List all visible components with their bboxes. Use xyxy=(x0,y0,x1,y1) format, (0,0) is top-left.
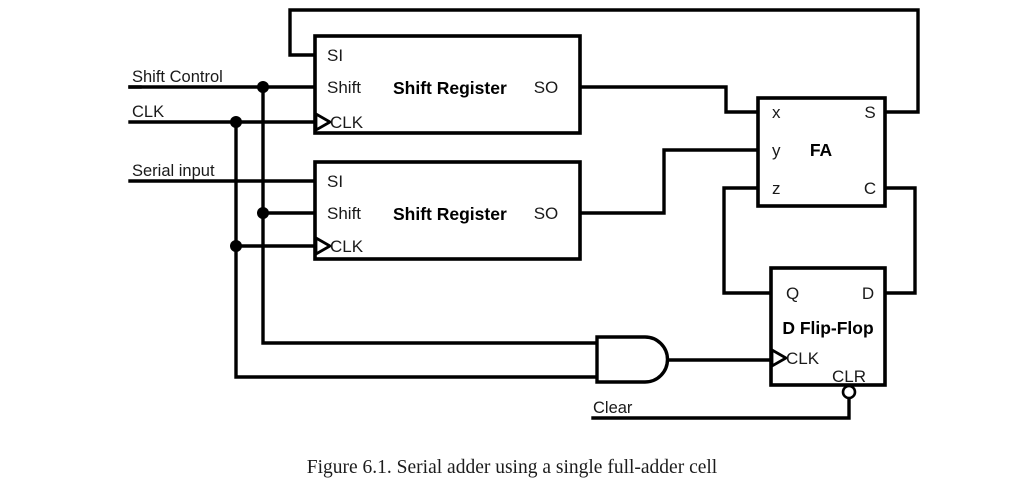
full-adder-pin-s: S xyxy=(864,103,875,122)
wire-sum-feedback-to-top-si xyxy=(288,8,920,114)
junction-dot-clk-bottom xyxy=(230,240,242,252)
wire-dff-q-to-fa-z xyxy=(722,186,773,295)
and-gate-body xyxy=(595,335,670,384)
d-flip-flop-clk-triangle xyxy=(770,347,789,369)
block-shift-register-bottom: SI Shift CLK Shift Register SO xyxy=(313,160,582,261)
wire-shift-control-bus xyxy=(261,85,599,345)
wire-bottom-so-to-fa-y xyxy=(578,148,760,215)
shift-register-top-pin-so: SO xyxy=(534,78,559,97)
d-flip-flop-box xyxy=(769,266,887,387)
block-full-adder: x y z FA S C xyxy=(756,96,887,208)
d-flip-flop-pin-q: Q xyxy=(786,284,799,303)
label-clk: CLK xyxy=(132,103,164,121)
wire-clear-to-clr xyxy=(591,390,851,420)
shift-register-bottom-box xyxy=(313,160,582,261)
wire-top-so-to-fa-x xyxy=(578,85,760,114)
shift-register-bottom-title: Shift Register xyxy=(393,204,507,224)
and-gate xyxy=(595,335,670,384)
full-adder-pin-z: z xyxy=(772,179,781,198)
label-clear: Clear xyxy=(593,399,633,417)
shift-register-bottom-pin-si: SI xyxy=(327,172,343,191)
wire-fa-carry-to-dff-d xyxy=(883,186,917,295)
full-adder-title: FA xyxy=(810,140,833,160)
block-shift-register-top: SI Shift CLK Shift Register SO xyxy=(313,34,582,135)
label-shift-control: Shift Control xyxy=(132,68,223,86)
block-d-flip-flop: Q D D Flip-Flop CLK CLR xyxy=(769,266,887,400)
d-flip-flop-pin-clk: CLK xyxy=(786,349,820,368)
d-flip-flop-title: D Flip-Flop xyxy=(782,318,873,338)
full-adder-pin-c: C xyxy=(864,179,876,198)
shift-register-bottom-pin-shift: Shift xyxy=(327,204,361,223)
full-adder-pin-y: y xyxy=(772,141,781,160)
figure-caption: Figure 6.1. Serial adder using a single … xyxy=(307,457,718,478)
shift-register-top-pin-shift: Shift xyxy=(327,78,361,97)
d-flip-flop-pin-d: D xyxy=(862,284,874,303)
shift-register-top-pin-clk: CLK xyxy=(330,113,364,132)
shift-register-top-clk-triangle xyxy=(314,111,333,133)
shift-register-bottom-pin-clk: CLK xyxy=(330,237,364,256)
shift-register-bottom-pin-so: SO xyxy=(534,204,559,223)
d-flip-flop-pin-clr: CLR xyxy=(832,367,866,386)
d-flip-flop-clr-bubble xyxy=(841,384,857,400)
junction-dot-clk xyxy=(230,116,242,128)
wire-clk-bus xyxy=(234,120,599,379)
full-adder-box xyxy=(756,96,887,208)
label-serial-input: Serial input xyxy=(132,162,215,180)
shift-register-bottom-clk-triangle xyxy=(314,235,333,257)
junction-dot-shift-control-bottom xyxy=(257,207,269,219)
shift-register-top-title: Shift Register xyxy=(393,78,507,98)
shift-register-top-pin-si: SI xyxy=(327,46,343,65)
junction-dot-shift-control xyxy=(257,81,269,93)
full-adder-pin-x: x xyxy=(772,103,781,122)
shift-register-top-box xyxy=(313,34,582,135)
